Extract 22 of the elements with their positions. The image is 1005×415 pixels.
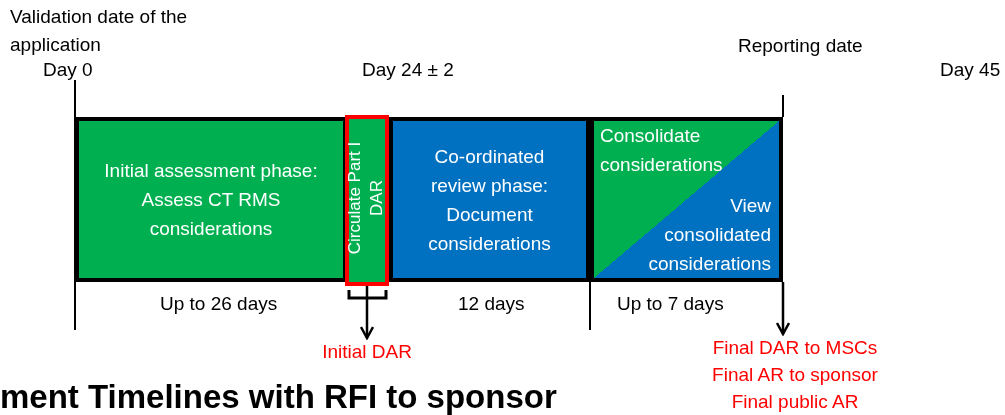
rotated-label: Circulate Part I DAR — [344, 140, 387, 257]
process-box — [345, 115, 389, 286]
day-label: Day 24 ± 2 — [362, 58, 455, 82]
output-label: Final DAR to MSCs Final AR to sponsor Final public AR — [690, 334, 900, 415]
phase-label: Consolidate considerations — [600, 124, 724, 177]
phase-box — [389, 117, 590, 282]
arrow — [775, 282, 791, 336]
annotation: Validation date of the application — [10, 5, 189, 57]
phase-box — [590, 117, 783, 282]
duration-label: Up to 26 days — [160, 292, 279, 316]
phase-label: Initial assessment phase: Assess CT RMS considerations — [103, 159, 319, 241]
day-label: Day 0 — [43, 58, 94, 82]
phase-label: View consolidated considerations — [647, 194, 771, 276]
phase-box — [75, 117, 347, 282]
annotation: Reporting date — [738, 34, 864, 58]
heading: ment Timelines with RFI to sponsor — [0, 378, 557, 415]
phase-label: Co-ordinated review phase: Document considerations — [427, 144, 552, 256]
output-label: Initial DAR — [300, 338, 434, 368]
arrow — [359, 286, 375, 340]
duration-label: Up to 7 days — [617, 292, 725, 316]
day-label: Day 45 — [940, 58, 1002, 82]
duration-label: 12 days — [458, 292, 526, 316]
